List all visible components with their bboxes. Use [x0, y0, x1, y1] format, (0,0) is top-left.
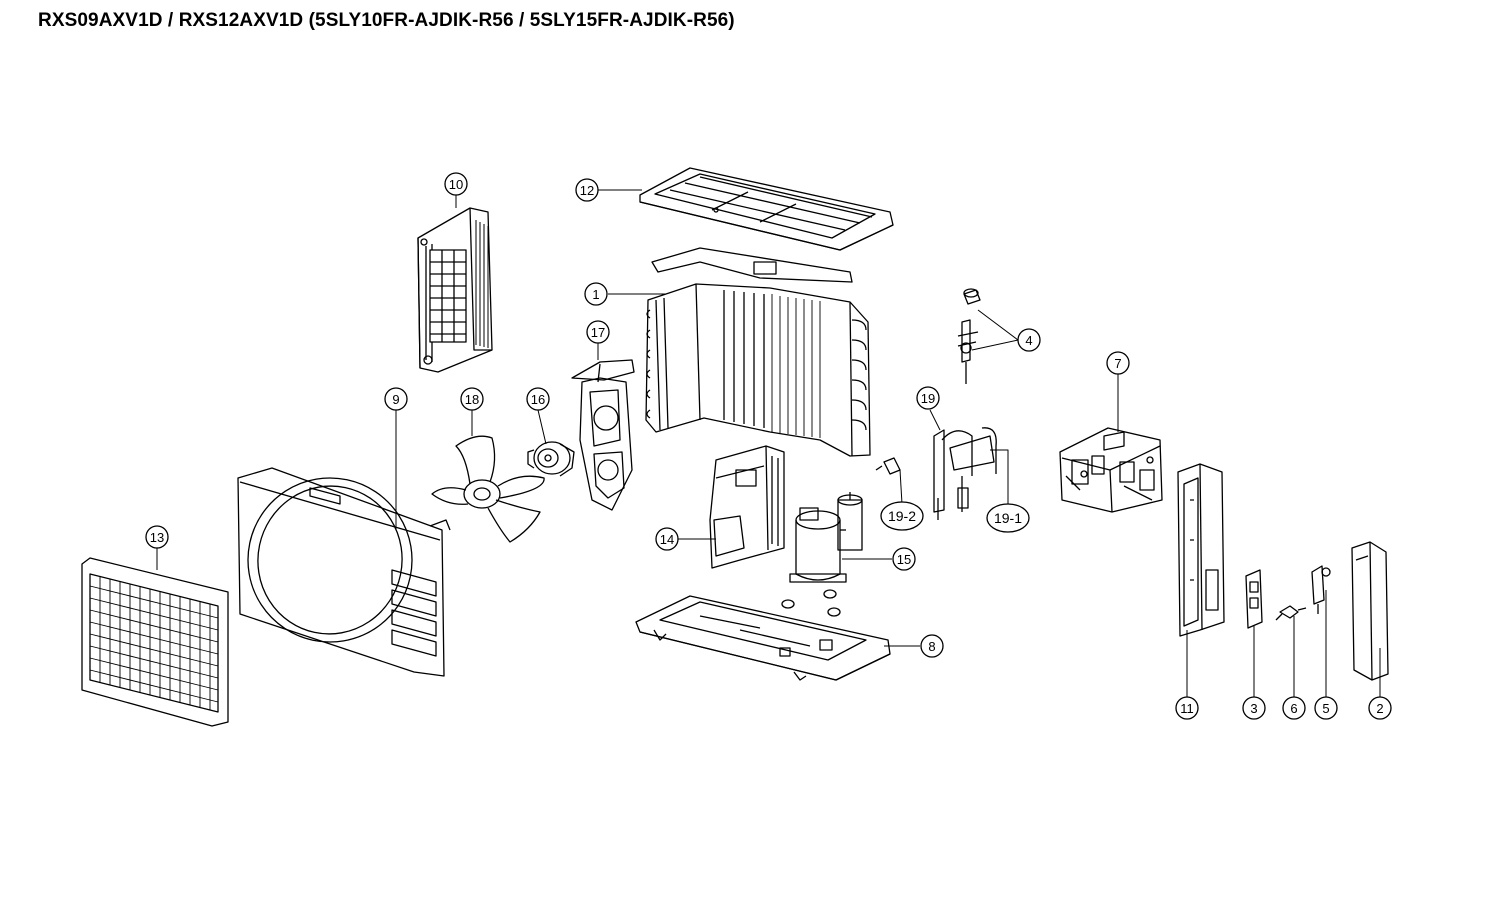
part-partition-plate: [709, 445, 785, 569]
callout-10-label: 10: [449, 177, 463, 192]
callout-7: 7: [1106, 351, 1130, 375]
callout-6: 6: [1282, 696, 1306, 720]
part-condenser-coil: [645, 247, 871, 457]
part-propeller-fan: [431, 435, 545, 543]
part-clamp: [1275, 605, 1307, 621]
callout-8: 8: [920, 634, 944, 658]
callout-19: 19: [916, 386, 940, 410]
part-side-panel: [417, 207, 493, 373]
callout-5-label: 5: [1322, 701, 1329, 716]
callout-17-label: 17: [591, 325, 605, 340]
callout-4-label: 4: [1025, 333, 1032, 348]
callout-3-label: 3: [1250, 701, 1257, 716]
leader-lines: [156, 189, 1381, 698]
callout-7-label: 7: [1114, 356, 1121, 371]
part-control-box: [1059, 427, 1163, 513]
part-valve-cover: [1351, 541, 1389, 681]
callout-8-label: 8: [928, 639, 935, 654]
part-motor-bracket: [571, 359, 635, 511]
callout-4: 4: [1017, 328, 1041, 352]
part-terminal-board: [1245, 569, 1263, 629]
callout-2-label: 2: [1376, 701, 1383, 716]
callout-11: 11: [1175, 696, 1199, 720]
callout-16: 16: [526, 387, 550, 411]
callout-9-label: 9: [392, 392, 399, 407]
callout-12: 12: [575, 178, 599, 202]
callout-11-label: 11: [1180, 701, 1194, 716]
part-bottom-frame: [635, 595, 891, 681]
part-rubber-feet: [781, 589, 841, 617]
callout-19-label: 19: [921, 391, 935, 406]
callout-18-label: 18: [465, 392, 479, 407]
callout-5: 5: [1314, 696, 1338, 720]
part-compressor: [789, 492, 863, 583]
callout-12-label: 12: [580, 183, 594, 198]
part-valve-assembly: [957, 288, 981, 384]
part-top-panel: [639, 167, 894, 251]
callout-19-1: 19-1: [986, 503, 1030, 533]
callout-17: 17: [586, 320, 610, 344]
callout-13-label: 13: [150, 530, 164, 545]
callout-13: 13: [145, 525, 169, 549]
callout-19-2-label: 19-2: [888, 508, 916, 524]
callout-19-2: 19-2: [880, 501, 924, 531]
callout-14: 14: [655, 527, 679, 551]
callout-1: 1: [584, 282, 608, 306]
part-front-grille: [81, 557, 229, 727]
callout-15: 15: [892, 547, 916, 571]
callout-18: 18: [460, 387, 484, 411]
callout-14-label: 14: [660, 532, 674, 547]
callout-3: 3: [1242, 696, 1266, 720]
callout-1-label: 1: [592, 287, 599, 302]
part-right-side-panel: [1177, 463, 1225, 637]
callout-6-label: 6: [1290, 701, 1297, 716]
callout-19-1-label: 19-1: [994, 510, 1022, 526]
part-front-panel: [237, 467, 451, 677]
callout-9: 9: [384, 387, 408, 411]
callout-10: 10: [444, 172, 468, 196]
part-fan-motor: [527, 441, 575, 477]
callout-16-label: 16: [531, 392, 545, 407]
part-valve-bracket: [1311, 565, 1331, 614]
callout-15-label: 15: [897, 552, 911, 567]
callout-2: 2: [1368, 696, 1392, 720]
diagram-title: RXS09AXV1D / RXS12AXV1D (5SLY10FR-AJDIK-…: [38, 10, 735, 31]
